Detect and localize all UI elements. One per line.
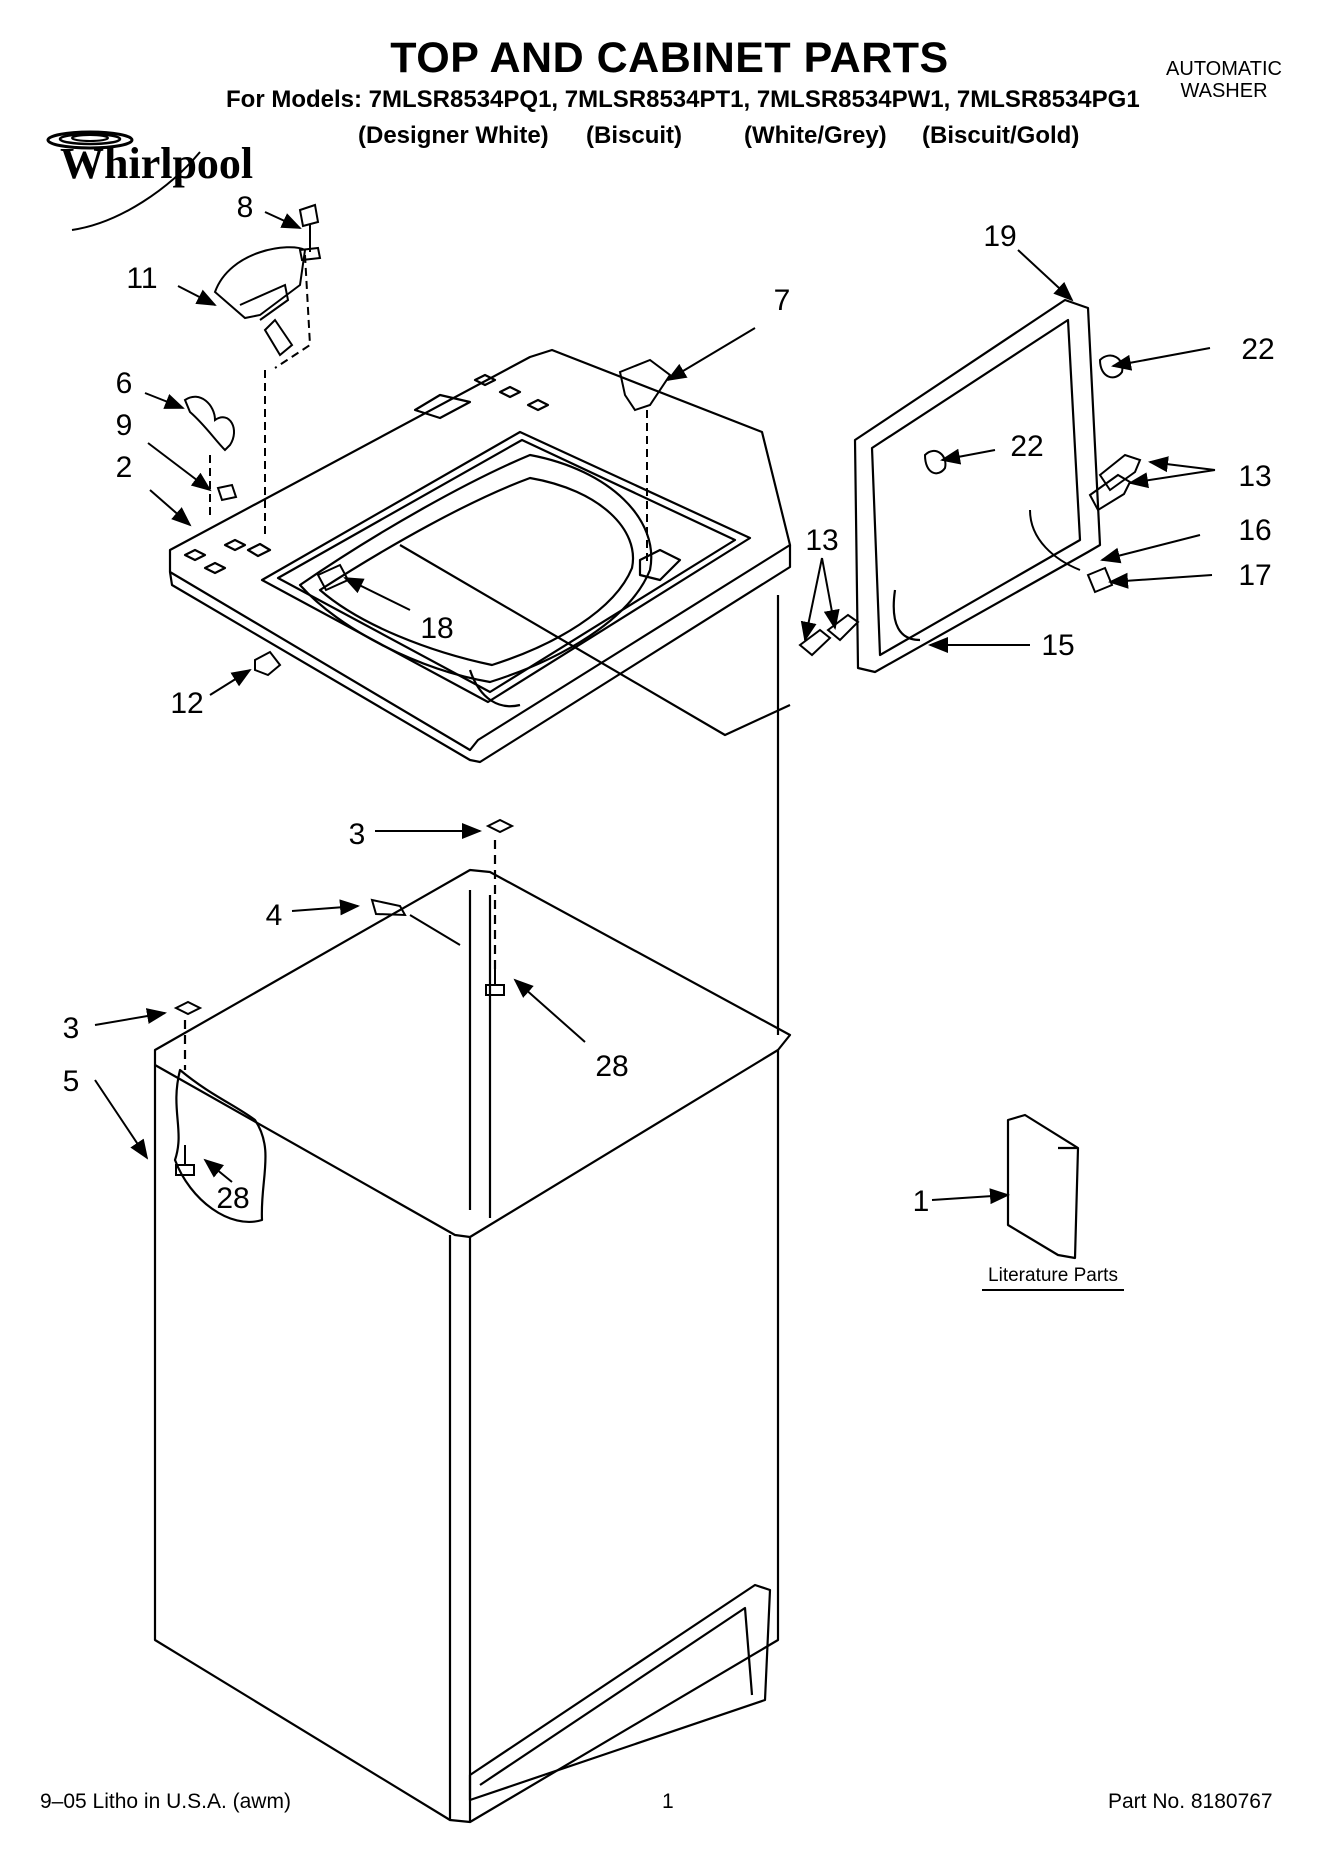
whirlpool-swirl-icon <box>46 130 201 231</box>
callout-11: 11 <box>126 262 157 295</box>
part-12-nut <box>254 650 282 677</box>
callout-28-lower: 28 <box>216 1182 249 1215</box>
variant-biscuit: (Biscuit) <box>586 122 682 149</box>
part-3-clip-upper <box>485 818 515 834</box>
callout-2: 2 <box>116 451 133 484</box>
callout-12: 12 <box>170 687 203 720</box>
callout-28-upper: 28 <box>595 1050 628 1083</box>
callout-13-upper: 13 <box>1238 460 1271 493</box>
part-22-bumper-upper <box>1098 354 1124 379</box>
part-8-screw <box>298 203 322 262</box>
whirlpool-logo: Whirlpool <box>46 130 253 231</box>
washer-cabinet <box>153 868 792 1824</box>
part-4-screw <box>370 898 407 917</box>
callout-18: 18 <box>420 612 453 645</box>
callout-3-lower: 3 <box>63 1012 80 1045</box>
page-title: TOP AND CABINET PARTS <box>390 34 949 82</box>
part-13-screw-lower-a <box>798 628 832 657</box>
callout-6: 6 <box>116 367 133 400</box>
part-9-nut <box>216 483 238 502</box>
part-16-rod <box>1029 509 1081 571</box>
washer-lid <box>853 298 1102 674</box>
lid-hinge-rod <box>399 544 791 737</box>
part-13-screw-upper-b <box>1088 473 1132 512</box>
callout-7: 7 <box>774 284 791 317</box>
callout-15: 15 <box>1041 629 1074 662</box>
callout-arrows <box>94 211 1216 1205</box>
callout-numbers: 8 11 7 19 22 6 9 2 22 13 13 16 17 18 15 … <box>63 191 1275 1218</box>
callout-16: 16 <box>1238 514 1271 547</box>
part-11-lid-switch <box>213 246 312 535</box>
literature-parts-label: Literature Parts <box>988 1265 1118 1286</box>
part-3-clip-lower <box>173 1000 203 1016</box>
page-number: 1 <box>662 1790 674 1813</box>
litho-note: 9–05 Litho in U.S.A. (awm) <box>40 1790 291 1813</box>
callout-22-upper: 22 <box>1241 333 1274 366</box>
callout-4: 4 <box>266 899 283 932</box>
callout-3-upper: 3 <box>349 818 366 851</box>
part-28-screw-lower <box>175 1145 195 1176</box>
part-22-bumper-lower <box>923 449 947 475</box>
callout-1: 1 <box>913 1185 930 1218</box>
part-17-clip <box>1086 566 1114 594</box>
appliance-type: AUTOMATIC WASHER <box>1136 58 1312 102</box>
brand-name: Whirlpool <box>60 139 253 188</box>
variant-biscuit-gold: (Biscuit/Gold) <box>922 122 1080 149</box>
callout-5: 5 <box>63 1065 80 1098</box>
appliance-type-line-1: AUTOMATIC <box>1166 58 1282 80</box>
part-13-screw-lower-b <box>826 613 860 642</box>
washer-top-panel <box>168 348 792 764</box>
part-7-stop <box>618 358 672 412</box>
part-number: Part No. 8180767 <box>1108 1790 1273 1813</box>
part-18-clip <box>316 563 350 592</box>
callout-8: 8 <box>237 191 254 224</box>
part-6-clip <box>183 395 235 520</box>
callout-22-lower: 22 <box>1010 430 1043 463</box>
callout-9: 9 <box>116 409 133 442</box>
part-28-screw-upper <box>485 965 505 996</box>
part-13-screw-upper-a <box>1098 453 1142 492</box>
callout-13-lower: 13 <box>805 524 838 557</box>
callout-19: 19 <box>983 220 1016 253</box>
models-line: For Models: 7MLSR8534PQ1, 7MLSR8534PT1, … <box>226 86 1140 113</box>
variant-designer-white: (Designer White) <box>358 122 549 149</box>
literature-booklet <box>1006 1113 1080 1260</box>
variant-white-grey: (White/Grey) <box>744 122 887 149</box>
cabinet-leader-4 <box>409 914 461 946</box>
callout-17: 17 <box>1238 559 1271 592</box>
appliance-type-line-2: WASHER <box>1180 80 1268 102</box>
